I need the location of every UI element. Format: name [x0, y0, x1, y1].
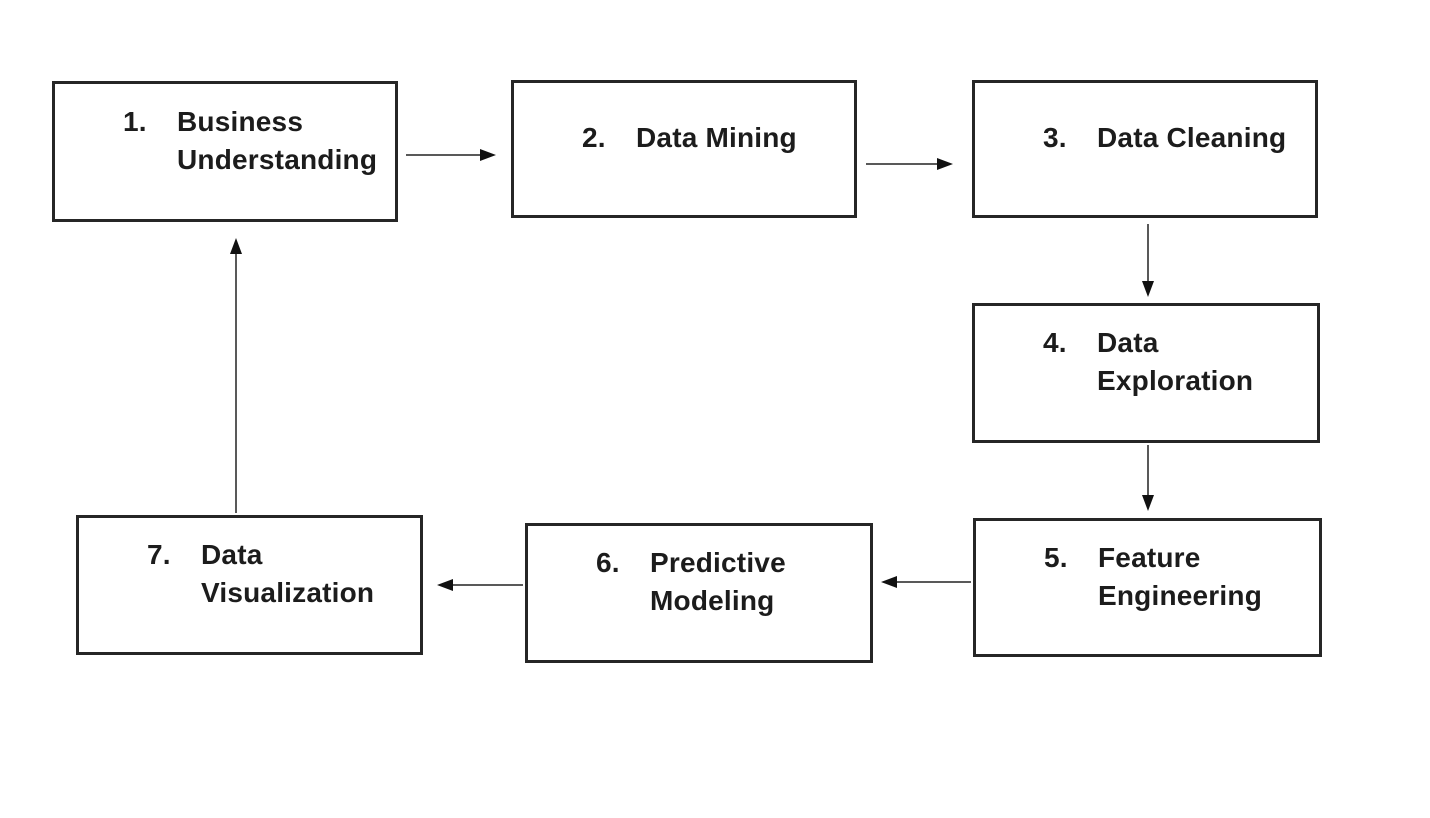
- node-label: Business Understanding: [177, 105, 378, 175]
- node-label: Data Visualization: [201, 539, 375, 608]
- node-content: 2. Data Mining: [514, 119, 797, 157]
- node-label: Predictive Modeling: [650, 547, 786, 616]
- node-predictive-modeling: 6. Predictive Modeling: [525, 523, 873, 663]
- node-content: 7. Data Visualization: [79, 536, 374, 612]
- node-number: 7.: [147, 539, 171, 570]
- node-feature-engineering: 5. Feature Engineering: [973, 518, 1322, 657]
- node-number: 1.: [123, 105, 147, 137]
- node-data-exploration: 4. Data Exploration: [972, 303, 1320, 443]
- node-number: 5.: [1044, 541, 1068, 573]
- node-content: 1. Business Understanding: [55, 103, 377, 179]
- node-data-visualization: 7. Data Visualization: [76, 515, 423, 655]
- node-content: 6. Predictive Modeling: [528, 544, 786, 620]
- node-data-cleaning: 3. Data Cleaning: [972, 80, 1318, 218]
- node-number: 3.: [1043, 122, 1067, 153]
- node-business-understanding: 1. Business Understanding: [52, 81, 398, 222]
- node-label: Data Exploration: [1097, 327, 1254, 396]
- node-content: 4. Data Exploration: [975, 324, 1253, 400]
- node-label: Feature Engineering: [1098, 541, 1262, 611]
- node-content: 3. Data Cleaning: [975, 119, 1286, 157]
- node-label: Data Cleaning: [1097, 122, 1287, 153]
- node-label: Data Mining: [636, 122, 797, 153]
- node-number: 4.: [1043, 327, 1067, 358]
- node-number: 2.: [582, 122, 606, 153]
- node-data-mining: 2. Data Mining: [511, 80, 857, 218]
- node-number: 6.: [596, 547, 620, 578]
- node-content: 5. Feature Engineering: [976, 539, 1262, 615]
